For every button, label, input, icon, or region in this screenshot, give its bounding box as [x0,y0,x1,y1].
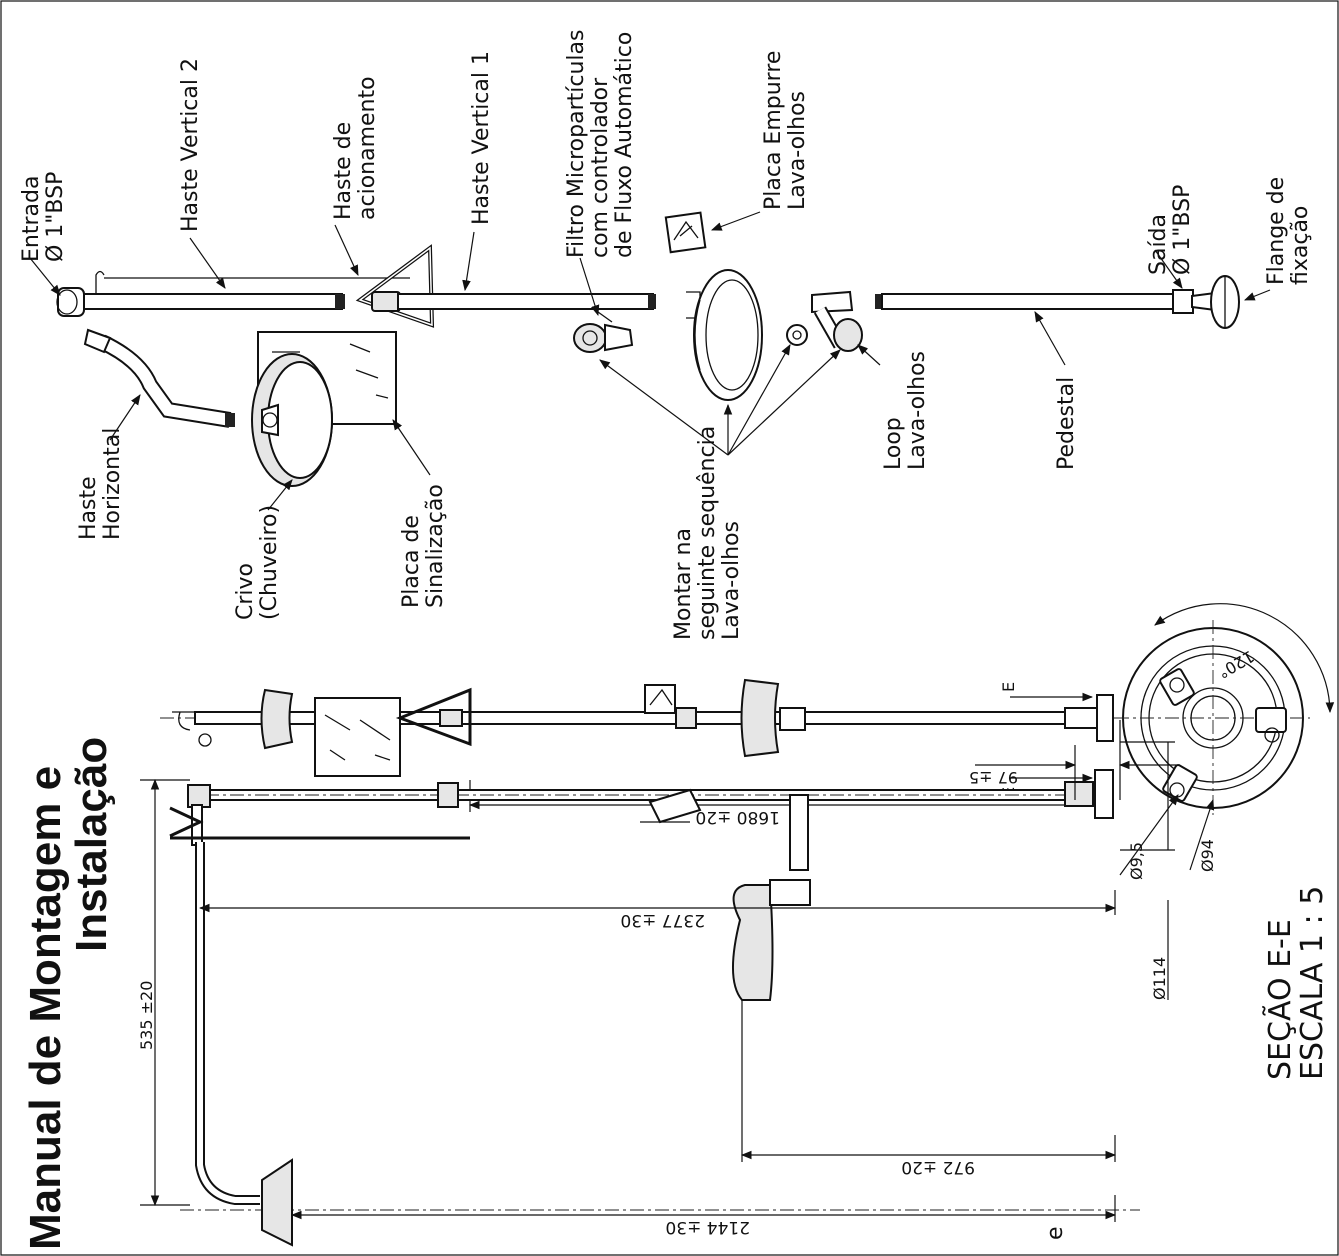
shower-head-icon [251,353,333,487]
title-line-1: Manual de Montagem e [21,766,70,1250]
dim-97: 97 ±5 [969,768,1018,787]
dim-535: 535 ±20 [137,981,156,1050]
corner-letter: e [1043,1226,1068,1240]
svg-text:Ø94: Ø94 [1198,839,1217,872]
eyewash-bowl-icon [693,269,763,401]
svg-text:ESCALA 1 : 5: ESCALA 1 : 5 [1295,886,1330,1080]
label-filtro: Filtro Micropartículas com controlador d… [564,30,637,258]
dim-9-5: Ø9,5 [1127,842,1146,880]
svg-text:97 ±5: 97 ±5 [969,768,1018,787]
svg-text:Lava-olhos: Lava-olhos [785,91,810,210]
dim-94: Ø94 [1198,839,1217,872]
loop-part [811,290,863,352]
svg-text:Pedestal: Pedestal [1054,377,1079,470]
svg-text:Haste Vertical 2: Haste Vertical 2 [178,58,203,232]
haste-horizontal [83,328,235,428]
svg-text:Horizontal: Horizontal [100,428,125,540]
label-haste-acionamento: Haste de acionamento [331,76,380,220]
svg-text:Ø114: Ø114 [1150,957,1169,1000]
svg-text:972 ±20: 972 ±20 [901,1157,975,1177]
pedestal-part [875,275,1240,329]
svg-text:2377 ±30: 2377 ±30 [620,910,705,930]
svg-text:Filtro Micropartículas: Filtro Micropartículas [564,30,589,258]
label-haste-vertical-1: Haste Vertical 1 [469,51,494,225]
exploded-view [56,211,1240,487]
svg-text:Haste: Haste [76,476,101,540]
svg-text:acionamento: acionamento [355,76,380,220]
inlet-elbow [56,287,85,317]
exploded-labels: Entrada Ø 1"BSP Haste Vertical 2 Haste d… [19,30,1313,640]
dim-114: Ø114 [1150,957,1169,1000]
svg-text:Loop: Loop [881,417,906,470]
svg-text:(Chuveiro): (Chuveiro) [257,505,282,620]
svg-text:1680 ±20: 1680 ±20 [695,807,780,827]
svg-text:2144 ±30: 2144 ±30 [665,1217,750,1237]
svg-text:Placa de: Placa de [399,515,424,608]
page-title: Manual de Montagem e Instalação [21,737,116,1250]
dim-2144: 2144 ±30 [665,1217,750,1237]
label-entrada: Entrada Ø 1"BSP [19,172,68,262]
svg-text:com controlador: com controlador [588,77,613,258]
label-haste-vertical-2: Haste Vertical 2 [178,58,203,232]
filter-valve-icon [573,311,634,353]
svg-text:Saída: Saída [1146,214,1171,275]
side-view: 2377 ±30 97 ±5 535 ±20 Ø114 972 ±20 [137,720,1180,1247]
section-marker-top: E [999,682,1094,702]
svg-text:Lava-olhos: Lava-olhos [905,351,930,470]
svg-text:Lava-olhos: Lava-olhos [719,521,744,640]
label-flange: Flange de fixação [1264,177,1313,285]
label-haste-horizontal: Haste Horizontal [76,428,125,540]
svg-text:Sinalização: Sinalização [423,484,448,608]
label-pedestal: Pedestal [1054,377,1079,470]
svg-text:Montar na: Montar na [671,528,696,640]
label-saida: Saída Ø 1"BSP [1146,185,1195,275]
svg-text:Haste de: Haste de [331,122,356,220]
dim-972: 972 ±20 [901,1157,975,1177]
title-line-2: Instalação [67,737,116,952]
svg-text:e: e [1043,1226,1068,1240]
label-crivo: Crivo (Chuveiro) [233,505,282,620]
triangle-handle [355,244,435,328]
svg-text:Haste Vertical 1: Haste Vertical 1 [469,51,494,225]
label-loop: Loop Lava-olhos [881,351,930,470]
label-montar: Montar na seguinte sequência Lava-olhos [671,426,744,640]
dim-2377: 2377 ±30 [620,910,705,930]
svg-text:fixação: fixação [1288,206,1313,285]
svg-text:Entrada: Entrada [19,176,44,262]
haste-vertical-1 [397,293,656,310]
svg-text:de Fluxo Automático: de Fluxo Automático [612,32,637,258]
haste-vertical-2 [83,270,410,310]
svg-text:Ø9,5: Ø9,5 [1127,842,1146,880]
dim-1680: 1680 ±20 [695,807,780,827]
svg-text:Ø 1"BSP: Ø 1"BSP [43,172,68,262]
label-placa-sinalizacao: Placa de Sinalização [399,484,448,608]
svg-text:Ø 1"BSP: Ø 1"BSP [1170,185,1195,275]
svg-text:Crivo: Crivo [233,563,258,620]
front-view: E E 1680 ±20 [160,678,1140,827]
section-view: 120° Ø9,5 Ø94 SEÇÃO E-E ESCALA 1 : 5 [1115,603,1335,1080]
label-placa-empurre: Placa Empurre Lava-olhos [761,51,810,210]
svg-text:SEÇÃO E-E: SEÇÃO E-E [1262,919,1298,1080]
svg-text:Placa Empurre: Placa Empurre [761,51,786,210]
push-plate-icon [664,211,707,319]
section-title: SEÇÃO E-E ESCALA 1 : 5 [1262,886,1330,1080]
ring-part [786,324,808,346]
svg-text:E: E [999,682,1018,692]
svg-text:Flange de: Flange de [1264,177,1289,285]
svg-text:535 ±20: 535 ±20 [137,981,156,1050]
svg-text:seguinte sequência: seguinte sequência [695,426,720,640]
